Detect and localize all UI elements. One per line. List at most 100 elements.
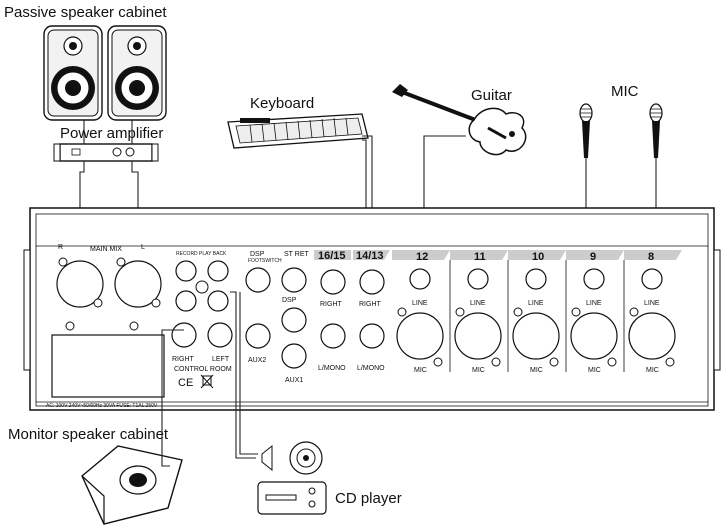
ch1413-right-jack[interactable]	[359, 269, 385, 295]
cable-amp-to-mainmix-l	[131, 161, 139, 240]
channel-header	[508, 250, 566, 260]
panel-screw	[129, 321, 139, 331]
ch1615-right-label: RIGHT	[320, 301, 343, 308]
panel-screw	[455, 307, 465, 317]
record-playback-label: RECORD PLAY BACK	[176, 251, 227, 257]
aux1-label: AUX1	[285, 377, 303, 384]
panel-screw	[65, 321, 75, 331]
control-room-label: CONTROL ROOM	[174, 366, 232, 373]
ch1413-lmono-label: L/MONO	[357, 365, 385, 372]
channel-8-line-jack[interactable]	[641, 268, 663, 290]
mic-label: MIC	[588, 367, 601, 374]
channel-12-line-jack[interactable]	[409, 268, 431, 290]
channel-11-label: 11	[474, 251, 486, 263]
mic-label: MIC	[530, 367, 543, 374]
dsp-label: DSP	[250, 251, 265, 258]
weee-bin-icon	[200, 374, 214, 389]
channel-8-mic-jack[interactable]	[628, 312, 676, 360]
ch1413-lmono-jack[interactable]	[359, 323, 385, 349]
channel-10-line-jack[interactable]	[525, 268, 547, 290]
ch1615-lmono-jack[interactable]	[320, 323, 346, 349]
ch1615-lmono-label: L/MONO	[318, 365, 346, 372]
aux2-label: AUX2	[248, 357, 266, 364]
panel-screw	[549, 357, 559, 367]
power-module	[51, 334, 165, 398]
ch1615-right-jack[interactable]	[320, 269, 346, 295]
channel-9-line-jack[interactable]	[583, 268, 605, 290]
power-amplifier-label: Power amplifier	[60, 125, 163, 142]
rca-center	[195, 280, 209, 294]
mic-left-icon	[579, 103, 593, 158]
mic-label: MIC	[414, 367, 427, 374]
monitor-speaker-icon	[81, 445, 183, 525]
panel-screw	[491, 357, 501, 367]
cd-player-label: CD player	[335, 490, 402, 507]
main-mix-r-jack[interactable]	[56, 257, 104, 308]
panel-screw	[513, 307, 523, 317]
guitar-icon	[392, 84, 527, 156]
panel-screw	[607, 357, 617, 367]
mic-label: MIC	[472, 367, 485, 374]
channel-1615-label: 16/15	[318, 250, 346, 262]
control-room-left-label: LEFT	[212, 356, 230, 363]
cable-monitor	[161, 329, 184, 467]
passive-speaker-label: Passive speaker cabinet	[4, 4, 167, 21]
line-label: LINE	[586, 300, 602, 307]
st-ret-jack[interactable]	[281, 267, 307, 293]
playback-jack[interactable]	[207, 260, 229, 282]
mono-channels: 12LINEMIC11LINEMIC10LINEMIC9LINEMIC8LINE…	[392, 250, 682, 374]
channel-11-line-jack[interactable]	[467, 268, 489, 290]
cable-amp-to-mainmix-r	[79, 161, 85, 240]
channel-header	[450, 250, 508, 260]
keyboard-icon	[227, 113, 369, 149]
control-room-left-jack[interactable]	[207, 322, 233, 348]
channel-9-label: 9	[590, 251, 596, 263]
cable-cd-2	[239, 292, 258, 455]
aux1-jack[interactable]	[281, 343, 307, 369]
record-jack-2[interactable]	[175, 290, 197, 312]
ch1413-right-label: RIGHT	[359, 301, 382, 308]
panel-screw	[433, 357, 443, 367]
stereo-channel-headers	[314, 250, 390, 260]
line-label: LINE	[412, 300, 428, 307]
mic-label: MIC	[646, 367, 659, 374]
cd-player-icon	[257, 441, 327, 515]
keyboard-label: Keyboard	[250, 95, 314, 112]
channel-header	[392, 250, 450, 260]
channel-9-mic-jack[interactable]	[570, 312, 618, 360]
line-label: LINE	[528, 300, 544, 307]
main-mix-label: MAIN MIX	[90, 246, 122, 253]
passive-speaker-left-icon	[43, 25, 103, 121]
record-jack[interactable]	[175, 260, 197, 282]
channel-12-mic-jack[interactable]	[396, 312, 444, 360]
guitar-label: Guitar	[471, 87, 512, 104]
footswitch-label: FOOTSWITCH	[248, 258, 282, 264]
channel-10-label: 10	[532, 251, 544, 263]
panel-screw	[571, 307, 581, 317]
mic-label: MIC	[611, 83, 639, 100]
dsp-send-jack[interactable]	[281, 307, 307, 333]
cable-cd-1	[230, 291, 256, 459]
control-room-right-jack[interactable]	[171, 322, 197, 348]
channel-11-mic-jack[interactable]	[454, 312, 502, 360]
control-room-right-label: RIGHT	[172, 356, 195, 363]
power-amplifier-icon	[53, 143, 159, 162]
channel-12-label: 12	[416, 251, 428, 263]
power-spec-label: AC: 100V-240V~50/60Hz 30VA FUSE: T1AL 25…	[46, 403, 158, 409]
ce-mark: CE	[178, 377, 193, 389]
playback-jack-2[interactable]	[207, 290, 229, 312]
mic-right-icon	[649, 103, 663, 158]
channel-header	[624, 250, 682, 260]
main-mix-l-label: L	[141, 244, 145, 251]
dsp-send-label: DSP	[282, 297, 297, 304]
channel-1413-label: 14/13	[356, 250, 384, 262]
main-mix-r-label: R	[58, 244, 63, 251]
passive-speaker-right-icon	[107, 25, 167, 121]
channel-10-mic-jack[interactable]	[512, 312, 560, 360]
footswitch-jack[interactable]	[245, 267, 271, 293]
aux2-jack[interactable]	[245, 323, 271, 349]
channel-header	[566, 250, 624, 260]
main-mix-l-jack[interactable]	[114, 257, 162, 308]
